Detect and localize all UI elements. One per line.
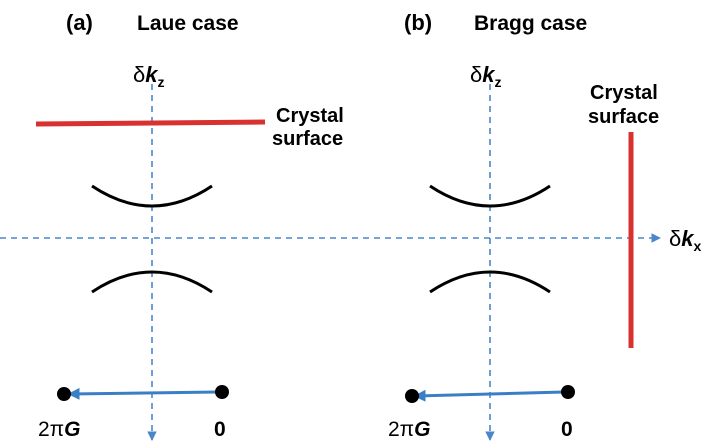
panel-b-surface-label-line2: surface: [588, 106, 659, 128]
panel-a-g-vector: [67, 387, 219, 400]
panel-a-origin-point: [215, 385, 229, 399]
panel-b-origin-point: [561, 385, 575, 399]
panel-b: (b) Bragg case δkz Crystal surface 2πG 0: [388, 10, 659, 441]
kx-axis-label: δkx: [669, 226, 702, 254]
panel-a-crystal-surface: [35, 119, 266, 127]
panel-a-origin-label: 0: [214, 418, 226, 441]
panel-b-surface-label-line1: Crystal: [590, 82, 658, 104]
panel-a: (a) Laue case δkz Crystal surface 2πG 0: [35, 10, 344, 441]
panel-a-kz-label: δkz: [133, 62, 165, 90]
panel-b-upper-dispersion-branch: [429, 184, 551, 208]
panel-b-2piG-label: 2πG: [388, 418, 431, 441]
panel-a-g-point: [57, 387, 71, 401]
panel-b-tag: (b): [404, 10, 432, 35]
panel-a-tag: (a): [66, 10, 93, 35]
panel-b-lower-dispersion-branch: [429, 270, 551, 294]
panel-b-title: Bragg case: [474, 12, 587, 35]
panel-b-origin-label: 0: [561, 418, 573, 441]
panel-a-surface-label-line2: surface: [272, 128, 343, 150]
panel-a-upper-dispersion-branch: [91, 184, 213, 208]
panel-a-2piG-label: 2πG: [38, 418, 81, 441]
panel-b-kz-label: δkz: [470, 62, 502, 90]
panel-a-title: Laue case: [137, 12, 239, 35]
panel-a-surface-label-line1: Crystal: [276, 105, 344, 127]
panel-b-g-vector: [413, 389, 565, 402]
panel-b-g-point: [405, 389, 419, 403]
panel-a-lower-dispersion-branch: [91, 270, 213, 294]
